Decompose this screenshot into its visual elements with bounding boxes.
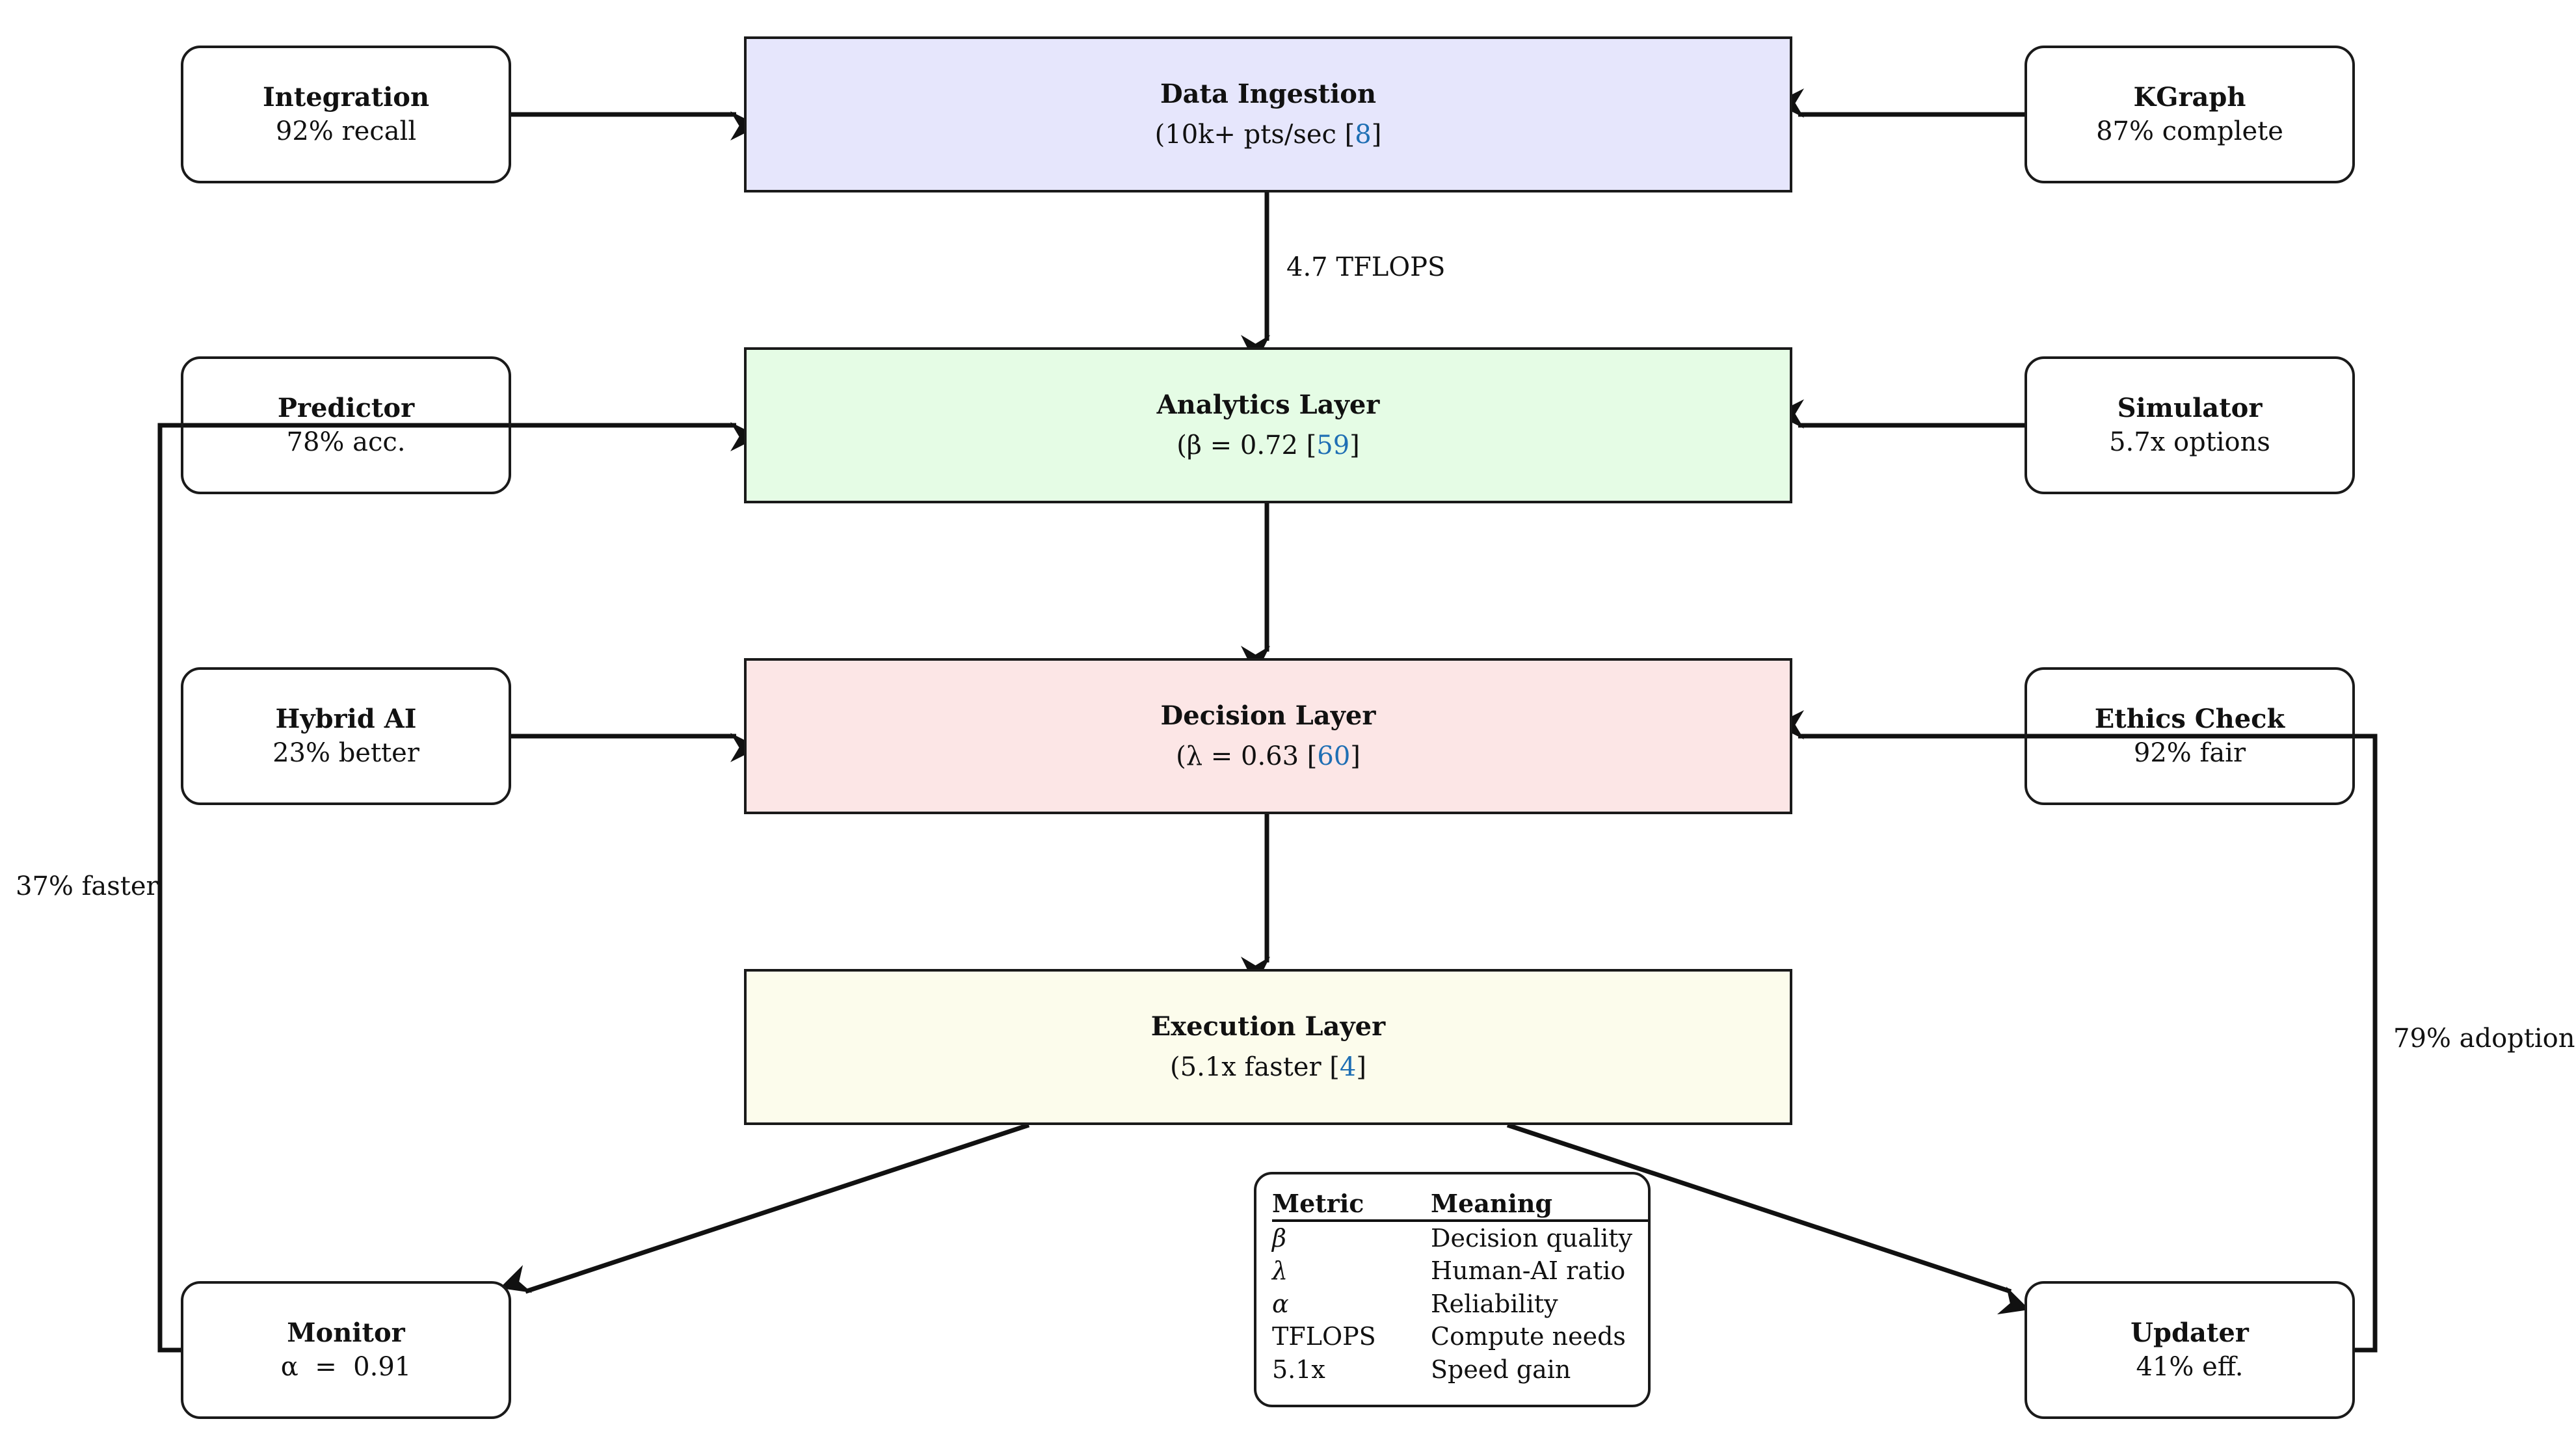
execution-layer: Execution Layer (5.1x faster [4]	[744, 969, 1792, 1125]
edge-execution-to-updater	[1506, 1122, 2030, 1315]
data-ingestion-layer: Data Ingestion (10k+ pts/sec [8]	[744, 36, 1792, 192]
tflops-label: 4.7 TFLOPS	[1286, 252, 1446, 282]
citation-link[interactable]: 59	[1316, 431, 1350, 460]
legend-row: 5.1x Speed gain	[1272, 1355, 1571, 1384]
layer-title: Analytics Layer	[1156, 390, 1380, 420]
legend-table: Metric Meaning β Decision quality λ Huma…	[1272, 1189, 1648, 1386]
kgraph-node: KGraph 87% complete	[2025, 46, 2355, 183]
legend-row: λ Human-AI ratio	[1272, 1256, 1626, 1286]
legend-row: α Reliability	[1272, 1289, 1558, 1318]
layer-title: Execution Layer	[1150, 1011, 1386, 1042]
decision-layer: Decision Layer (λ = 0.63 [60]	[744, 658, 1792, 814]
layer-metric: (λ = 0.63 [60]	[1176, 741, 1361, 771]
citation-link[interactable]: 4	[1339, 1052, 1357, 1082]
legend-header-metric: Metric	[1272, 1189, 1431, 1222]
analytics-layer: Analytics Layer (β = 0.72 [59]	[744, 347, 1792, 503]
edge-monitor-feedback	[157, 422, 760, 1353]
monitor-feedback-label: 37% faster	[16, 871, 159, 901]
integration-node: Integration 92% recall	[181, 46, 511, 183]
layer-metric: (5.1x faster [4]	[1170, 1052, 1366, 1082]
citation-link[interactable]: 8	[1355, 120, 1372, 150]
legend-header-meaning: Meaning	[1431, 1189, 1648, 1222]
edge-execution-to-monitor	[499, 1122, 1030, 1294]
predictor-node: Predictor 78% acc.	[181, 356, 511, 494]
layer-metric: (10k+ pts/sec [8]	[1154, 120, 1382, 150]
layer-title: Decision Layer	[1160, 700, 1376, 731]
updater-feedback-label: 79% adoption	[2393, 1024, 2575, 1054]
layer-metric: (β = 0.72 [59]	[1176, 431, 1360, 460]
ethics-check-node: Ethics Check 92% fair	[2025, 667, 2355, 805]
edge-updater-feedback	[1775, 710, 2378, 1353]
legend-row: β Decision quality	[1272, 1224, 1632, 1253]
citation-link[interactable]: 60	[1317, 741, 1351, 771]
simulator-node: Simulator 5.7x options	[2025, 356, 2355, 494]
monitor-node: Monitor α = 0.91	[181, 1281, 511, 1419]
layer-title: Data Ingestion	[1160, 79, 1377, 109]
updater-node: Updater 41% eff.	[2025, 1281, 2355, 1419]
metric-legend: Metric Meaning β Decision quality λ Huma…	[1254, 1172, 1651, 1407]
legend-row: TFLOPS Compute needs	[1272, 1322, 1626, 1351]
hybrid-ai-node: Hybrid AI 23% better	[181, 667, 511, 805]
